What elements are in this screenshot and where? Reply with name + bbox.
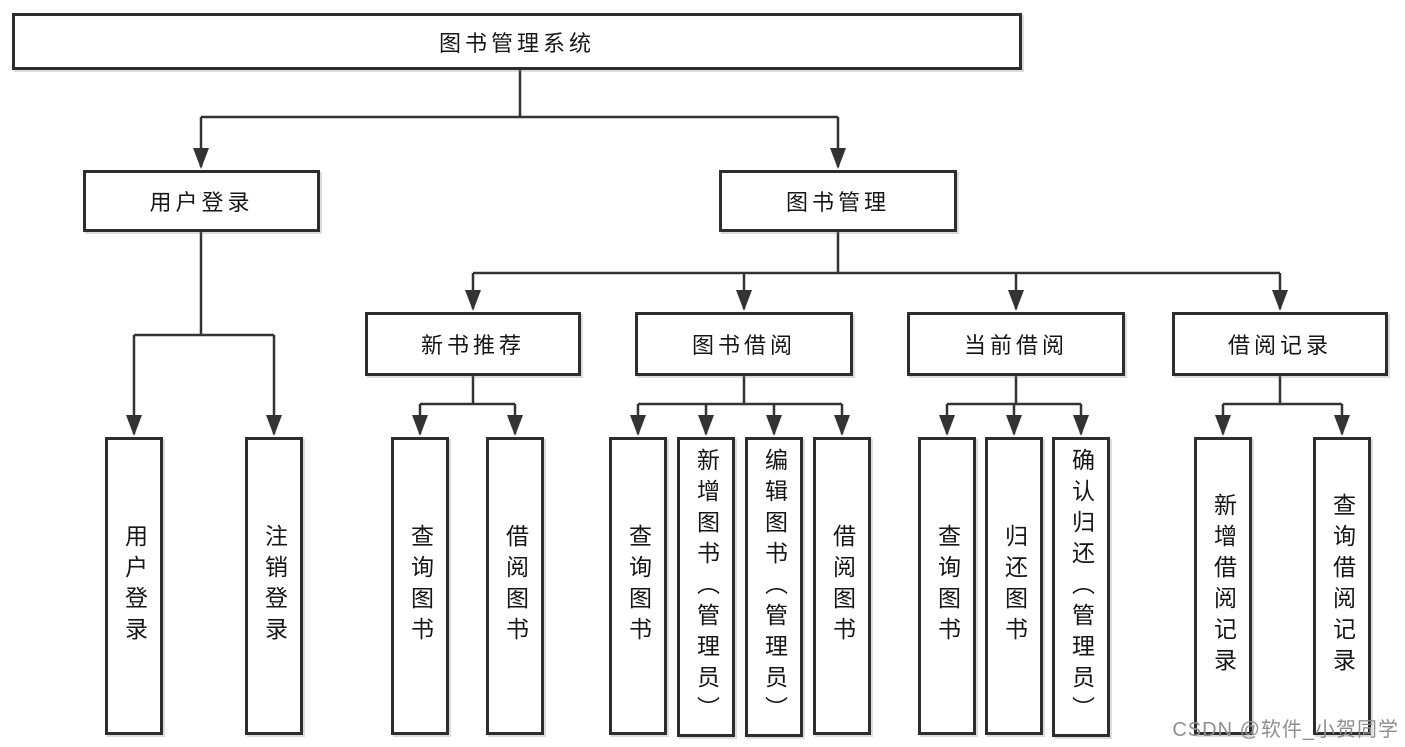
node-confirm-return-admin: 确认归还（管理员） bbox=[1052, 437, 1110, 737]
node-logout-leaf: 注销登录 bbox=[245, 437, 303, 735]
csdn-watermark: CSDN @软件_小贺同学 bbox=[1172, 719, 1399, 741]
node-query-books-recommend: 查询图书 bbox=[391, 437, 449, 735]
node-add-borrow-record: 新增借阅记录 bbox=[1194, 437, 1252, 735]
node-borrow-books-leaf: 借阅图书 bbox=[813, 437, 871, 735]
node-borrow-books-recommend: 借阅图书 bbox=[486, 437, 544, 735]
node-book-borrow: 图书借阅 bbox=[635, 312, 853, 376]
node-user-login-leaf: 用户登录 bbox=[105, 437, 163, 735]
node-root: 图书管理系统 bbox=[12, 13, 1022, 70]
node-query-borrow-record: 查询借阅记录 bbox=[1313, 437, 1371, 735]
node-query-books-borrow: 查询图书 bbox=[609, 437, 667, 735]
node-new-book-recommend: 新书推荐 bbox=[365, 312, 581, 376]
node-book-management: 图书管理 bbox=[719, 170, 957, 232]
node-current-borrow: 当前借阅 bbox=[907, 312, 1125, 376]
node-return-books: 归还图书 bbox=[985, 437, 1043, 735]
node-add-books-admin: 新增图书（管理员） bbox=[677, 437, 735, 737]
node-user-login: 用户登录 bbox=[83, 170, 320, 232]
node-query-books-current: 查询图书 bbox=[918, 437, 976, 735]
node-borrow-records: 借阅记录 bbox=[1172, 312, 1388, 376]
node-edit-books-admin: 编辑图书（管理员） bbox=[745, 437, 803, 737]
